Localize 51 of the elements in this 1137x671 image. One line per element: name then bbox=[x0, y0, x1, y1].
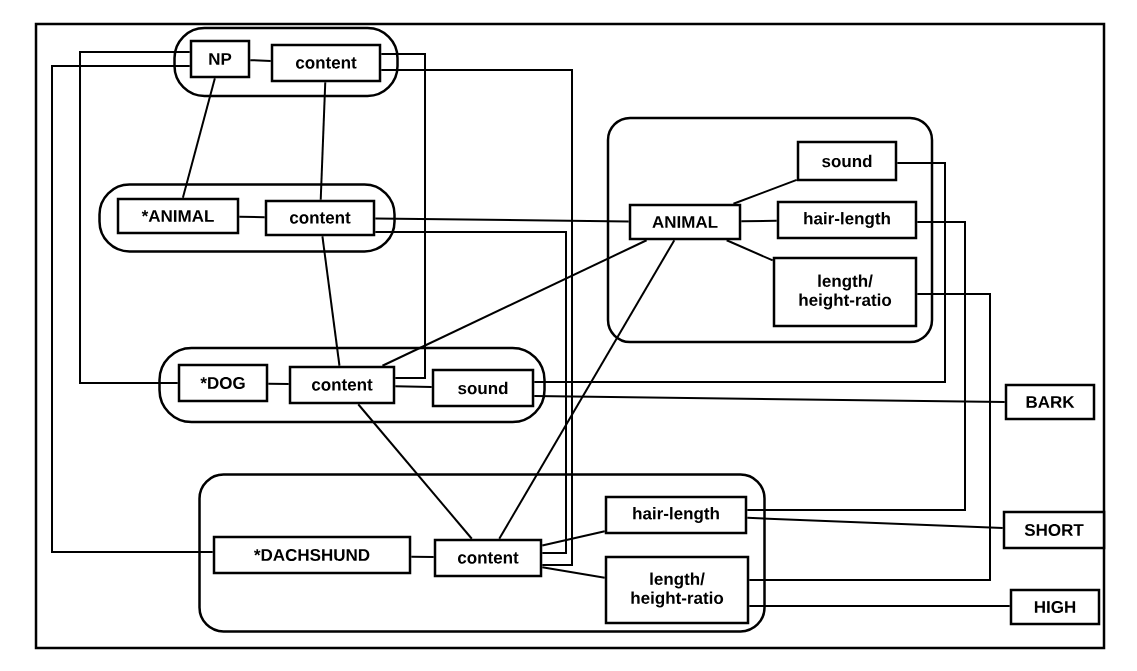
group-outline bbox=[606, 116, 934, 344]
connector-line bbox=[357, 403, 473, 540]
concept-box: length/ height-ratio bbox=[604, 555, 750, 625]
connector-line bbox=[740, 219, 778, 223]
connector-line bbox=[381, 239, 648, 367]
connector-line bbox=[410, 555, 435, 559]
concept-box: ANIMAL bbox=[628, 203, 742, 241]
connector-line bbox=[498, 239, 676, 540]
connector-line bbox=[319, 81, 327, 201]
concept-box: SHORT bbox=[1002, 510, 1106, 550]
concept-box: hair-length bbox=[776, 200, 918, 240]
connector-line bbox=[79, 51, 191, 384]
group-outline bbox=[173, 26, 399, 98]
connector-line bbox=[541, 530, 606, 547]
connector-line bbox=[748, 293, 991, 581]
concept-box: *ANIMAL bbox=[116, 197, 240, 235]
concept-box: content bbox=[270, 43, 382, 83]
connector-line bbox=[748, 605, 1011, 607]
concept-box: sound bbox=[796, 140, 898, 182]
connector-line bbox=[374, 217, 630, 223]
group-outline bbox=[198, 473, 766, 633]
connector-line bbox=[394, 385, 433, 388]
connector-line bbox=[746, 516, 1004, 529]
connector-line bbox=[732, 178, 798, 205]
connector-line bbox=[746, 221, 966, 511]
concept-box: *DACHSHUND bbox=[212, 535, 412, 575]
connector-line bbox=[533, 162, 946, 383]
connector-line bbox=[533, 395, 1006, 403]
concept-box: *DOG bbox=[177, 363, 269, 403]
group-outline bbox=[158, 346, 546, 424]
concept-box: hair-length bbox=[604, 495, 748, 535]
concept-box: HIGH bbox=[1009, 588, 1101, 626]
concept-box: content bbox=[433, 538, 543, 578]
concept-box: length/ height-ratio bbox=[772, 256, 918, 328]
concept-box: content bbox=[264, 199, 376, 237]
connector-line bbox=[249, 59, 272, 62]
connector-line bbox=[181, 77, 216, 199]
connector-line bbox=[321, 235, 341, 367]
connector-line bbox=[380, 53, 426, 379]
group-outline bbox=[98, 183, 396, 253]
concept-box: NP bbox=[189, 39, 251, 79]
concept-box: BARK bbox=[1004, 383, 1096, 421]
connector-line bbox=[725, 239, 774, 262]
connector-line bbox=[380, 69, 573, 566]
concept-box: content bbox=[288, 365, 396, 405]
connector-line bbox=[374, 231, 567, 554]
connector-line bbox=[267, 382, 290, 386]
connector-line bbox=[541, 566, 606, 579]
concept-box: sound bbox=[431, 368, 535, 408]
connector-line bbox=[51, 65, 214, 553]
connector-line bbox=[238, 215, 266, 219]
